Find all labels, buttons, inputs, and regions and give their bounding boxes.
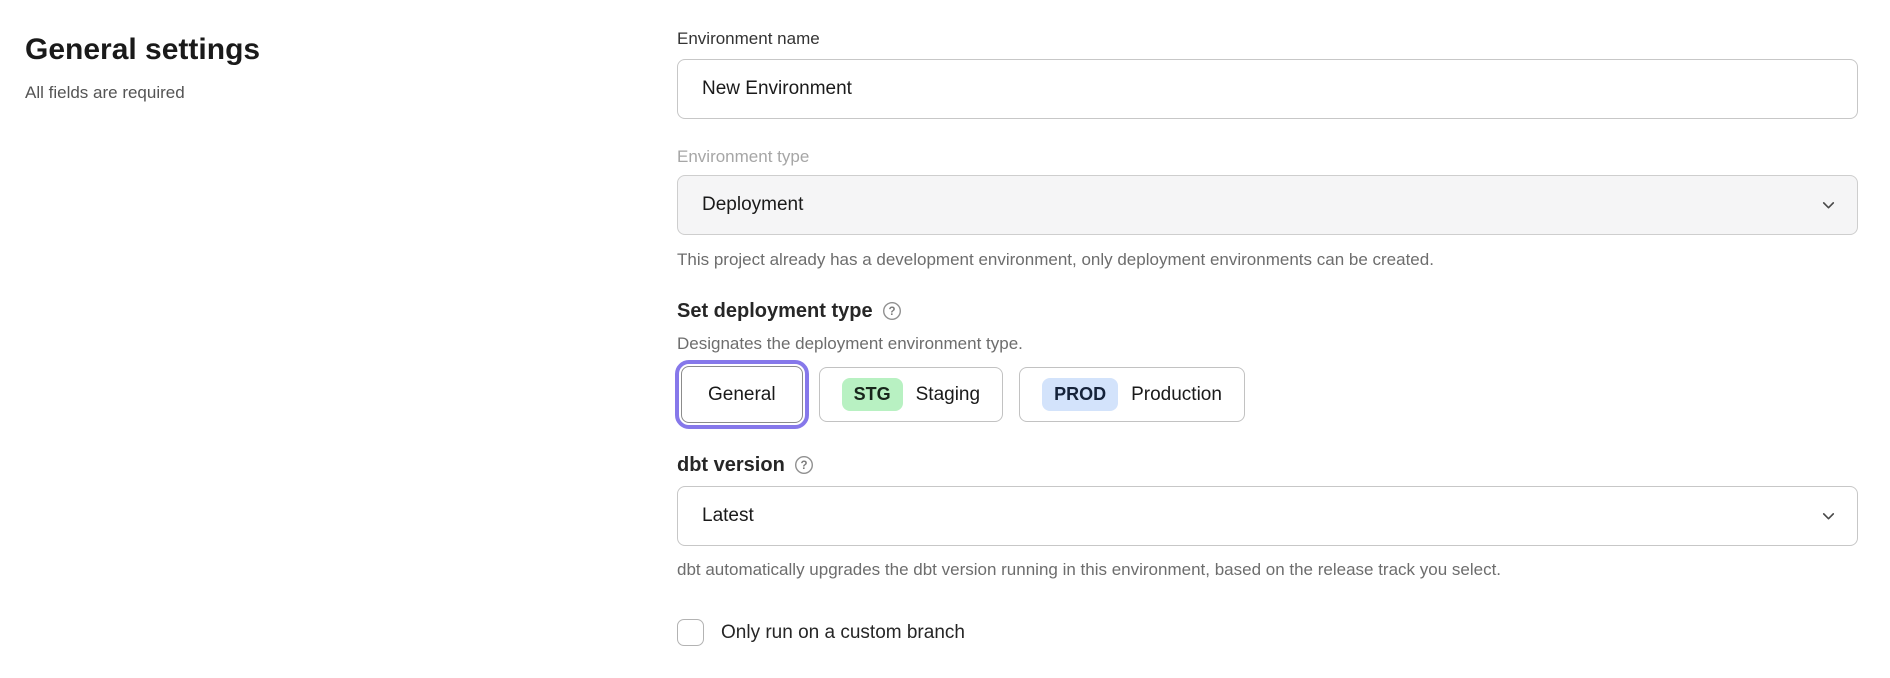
deployment-type-description: Designates the deployment environment ty… [677,334,1023,353]
option-general-label: General [708,383,776,405]
environment-type-helper: This project already has a development e… [677,250,1434,269]
help-icon[interactable]: ? [794,455,814,475]
deployment-type-option-staging[interactable]: STG Staging [818,367,1004,422]
help-icon[interactable]: ? [882,301,902,321]
custom-branch-checkbox[interactable] [677,619,704,646]
environment-type-label: Environment type [677,147,810,166]
deployment-type-heading-text: Set deployment type [677,300,873,322]
dbt-version-heading: dbt version ? [677,452,1858,478]
environment-type-value: Deployment [702,194,804,215]
deployment-type-heading: Set deployment type ? [677,298,1858,324]
dbt-version-heading-text: dbt version [677,454,785,476]
environment-name-input[interactable] [677,59,1858,119]
staging-badge: STG [841,378,903,411]
environment-settings-form: Environment name Environment type Deploy… [675,28,1858,646]
option-production-label: Production [1131,383,1222,405]
environment-type-select[interactable]: Deployment [677,175,1858,235]
deployment-type-options: General STG Staging PROD Production [675,360,1858,429]
deployment-type-option-general[interactable]: General [675,360,809,429]
svg-text:?: ? [800,460,807,472]
dbt-version-helper: dbt automatically upgrades the dbt versi… [677,560,1502,579]
deployment-type-option-production[interactable]: PROD Production [1019,367,1245,422]
custom-branch-label[interactable]: Only run on a custom branch [721,621,965,643]
chevron-down-icon [1820,508,1837,525]
settings-header: General settings All fields are required [25,30,625,104]
option-staging-label: Staging [915,383,981,405]
svg-text:?: ? [888,306,895,318]
environment-name-label: Environment name [677,29,820,48]
custom-branch-row: Only run on a custom branch [677,619,1858,646]
chevron-down-icon [1820,197,1837,214]
dbt-version-select[interactable]: Latest [677,486,1858,546]
dbt-version-value: Latest [702,505,754,526]
production-badge: PROD [1042,378,1119,411]
page-title: General settings [25,33,261,66]
page-subtitle: All fields are required [25,83,185,102]
